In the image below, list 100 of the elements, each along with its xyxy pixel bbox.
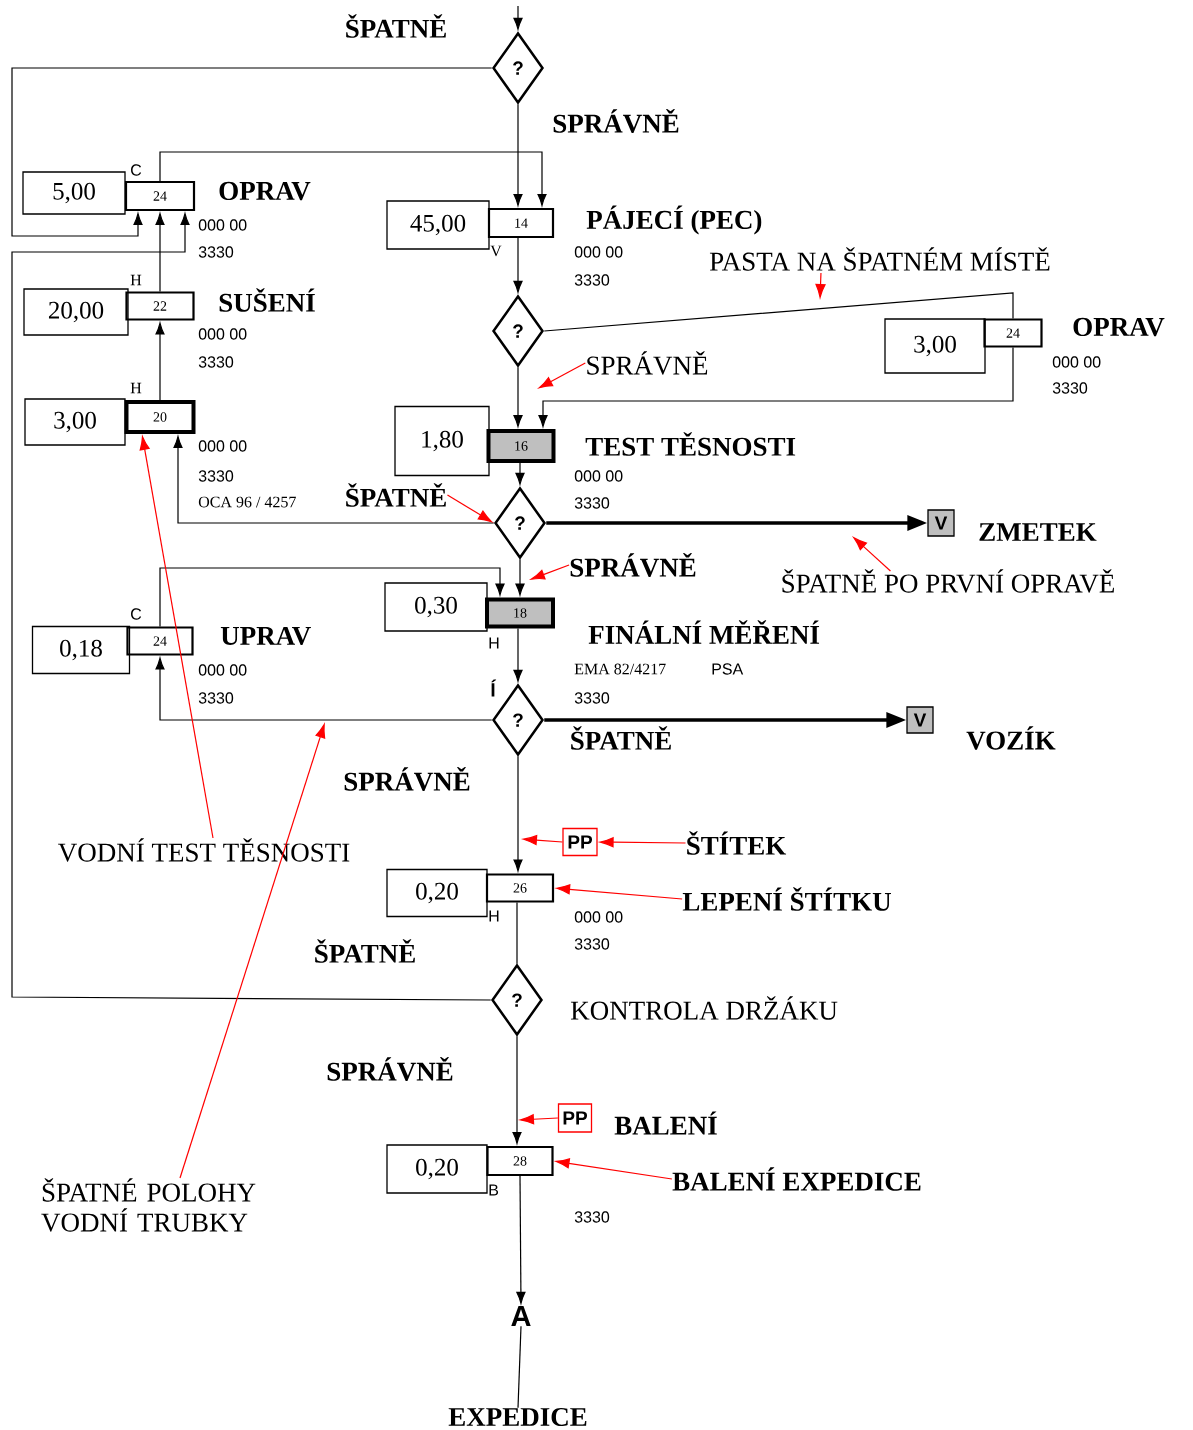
- annotation-text: EXPEDICE: [448, 1407, 587, 1427]
- flow-arrow: [11, 213, 492, 1001]
- bin-box: V: [927, 509, 955, 537]
- outcome-label: ŠPATNĚ: [315, 939, 415, 963]
- flow-arrow: [159, 567, 505, 627]
- outcome-label: SPRÁVNĚ: [344, 767, 470, 791]
- leader-arrow: [530, 564, 570, 580]
- step-code: C: [131, 164, 142, 176]
- step-code: V: [490, 245, 502, 257]
- outcome-label: SPRÁVNĚ: [327, 1057, 453, 1081]
- leader-arrow: [599, 837, 687, 848]
- step-code: EMA 82/4217: [574, 663, 666, 675]
- step-code: 3330: [198, 246, 234, 258]
- annotation-text: ŠPATNĚ: [346, 483, 446, 507]
- step-title: PÁJECÍ (PEC): [586, 205, 762, 235]
- step-code: 000 00: [198, 440, 247, 452]
- step-title: OPRAV: [1073, 317, 1165, 337]
- value-box: 0,18: [31, 625, 131, 675]
- step-title: ZMETEK: [979, 523, 1097, 541]
- step-title: BALENÍ: [614, 1111, 717, 1135]
- step-code: 000 00: [574, 470, 623, 482]
- outcome-label: SPRÁVNĚ: [553, 109, 679, 133]
- step-number-box: 26: [485, 873, 555, 903]
- step-code: H: [489, 910, 499, 922]
- flow-arrow: [173, 436, 495, 524]
- annotation-text: PASTA NA ŠPATNÉM MÍSTĚ: [709, 247, 1050, 271]
- flow-arrow: [512, 1035, 522, 1144]
- step-number-box: 14: [487, 207, 555, 239]
- step-number-box: 22: [125, 291, 195, 321]
- leader-arrow: [853, 537, 892, 572]
- step-code: H: [489, 637, 499, 649]
- bin-box: V: [906, 706, 934, 734]
- step-code: 3330: [574, 274, 610, 286]
- flow-arrow: [155, 657, 493, 721]
- annotation-text: LEPENÍ ŠTÍTKU: [682, 887, 891, 911]
- step-code: 000 00: [198, 328, 247, 340]
- flow-arrow: [515, 462, 525, 485]
- outcome-label: ŠPATNĚ: [346, 14, 446, 38]
- step-code: PSA: [712, 663, 744, 675]
- flow-arrow: [513, 366, 523, 428]
- value-box: 3,00: [24, 398, 126, 446]
- end-label: A: [511, 1306, 531, 1326]
- flow-arrow: [516, 1175, 526, 1304]
- step-number-box: 20: [124, 400, 196, 434]
- step-number-box: 28: [486, 1145, 554, 1177]
- value-box: 5,00: [22, 171, 126, 215]
- step-code: OCA 96 / 4257: [198, 496, 296, 508]
- leader-arrow: [520, 1114, 559, 1125]
- step-number-box: 16: [486, 429, 556, 463]
- flow-arrow: [513, 237, 523, 293]
- step-code: 3330: [1052, 382, 1088, 394]
- flow-arrow: [513, 627, 523, 682]
- leader-arrow: [139, 436, 214, 839]
- flow-arrow: [513, 755, 523, 872]
- step-number-box: 24: [983, 318, 1043, 348]
- flow-line: [517, 1325, 522, 1409]
- step-title: SUŠENÍ: [219, 288, 315, 312]
- step-code: 3330: [198, 470, 234, 482]
- flow-arrow: [538, 347, 1014, 428]
- step-code: C: [131, 608, 142, 620]
- step-title: UPRAV: [220, 626, 311, 646]
- flow-arrow: [159, 151, 547, 206]
- value-box: 0,30: [384, 582, 488, 632]
- step-number-box: 24: [126, 626, 194, 656]
- flow-arrow: [155, 322, 165, 401]
- leader-arrow: [815, 272, 826, 298]
- leader-arrow: [538, 362, 586, 389]
- step-code: B: [489, 1184, 499, 1196]
- step-code: H: [130, 274, 142, 286]
- marker-box: PP: [557, 1103, 593, 1133]
- step-title: FINÁLNÍ MĚŘENÍ: [588, 620, 820, 644]
- step-code: 3330: [574, 692, 610, 704]
- step-title: TEST TĚSNOSTI: [585, 432, 796, 456]
- leader-arrow: [555, 1158, 673, 1180]
- leader-arrow: [446, 494, 493, 523]
- flow-line: [516, 902, 518, 965]
- annotation-text: BALENÍ EXPEDICE: [672, 1167, 921, 1191]
- leader-arrow: [556, 884, 683, 900]
- outcome-label: ŠPATNĚ: [571, 726, 671, 750]
- flow-arrow: [513, 103, 523, 206]
- value-box: 3,00: [884, 318, 986, 374]
- step-code: 000 00: [574, 911, 623, 923]
- leader-arrow: [523, 835, 563, 846]
- value-box: 0,20: [386, 1144, 488, 1194]
- flow-line: [543, 292, 1014, 332]
- annotation-text: SPRÁVNĚ: [587, 351, 708, 375]
- step-code: 000 00: [198, 664, 247, 676]
- annotation-text: ŠTÍTEK: [687, 831, 787, 855]
- step-title: VOZÍK: [966, 726, 1056, 750]
- step-code: 3330: [574, 1211, 610, 1223]
- annotation-text: SPRÁVNĚ: [570, 553, 696, 577]
- step-title: OPRAV: [219, 181, 311, 201]
- flow-arrow: [11, 67, 493, 237]
- flow-arrow: [515, 558, 525, 596]
- step-code: 3330: [198, 356, 234, 368]
- flow-arrow: [155, 213, 165, 292]
- step-code: 3330: [198, 692, 234, 704]
- value-box: 0,20: [386, 868, 488, 918]
- value-box: 45,00: [386, 200, 490, 250]
- step-title: KONTROLA DRŽÁKU: [571, 996, 838, 1020]
